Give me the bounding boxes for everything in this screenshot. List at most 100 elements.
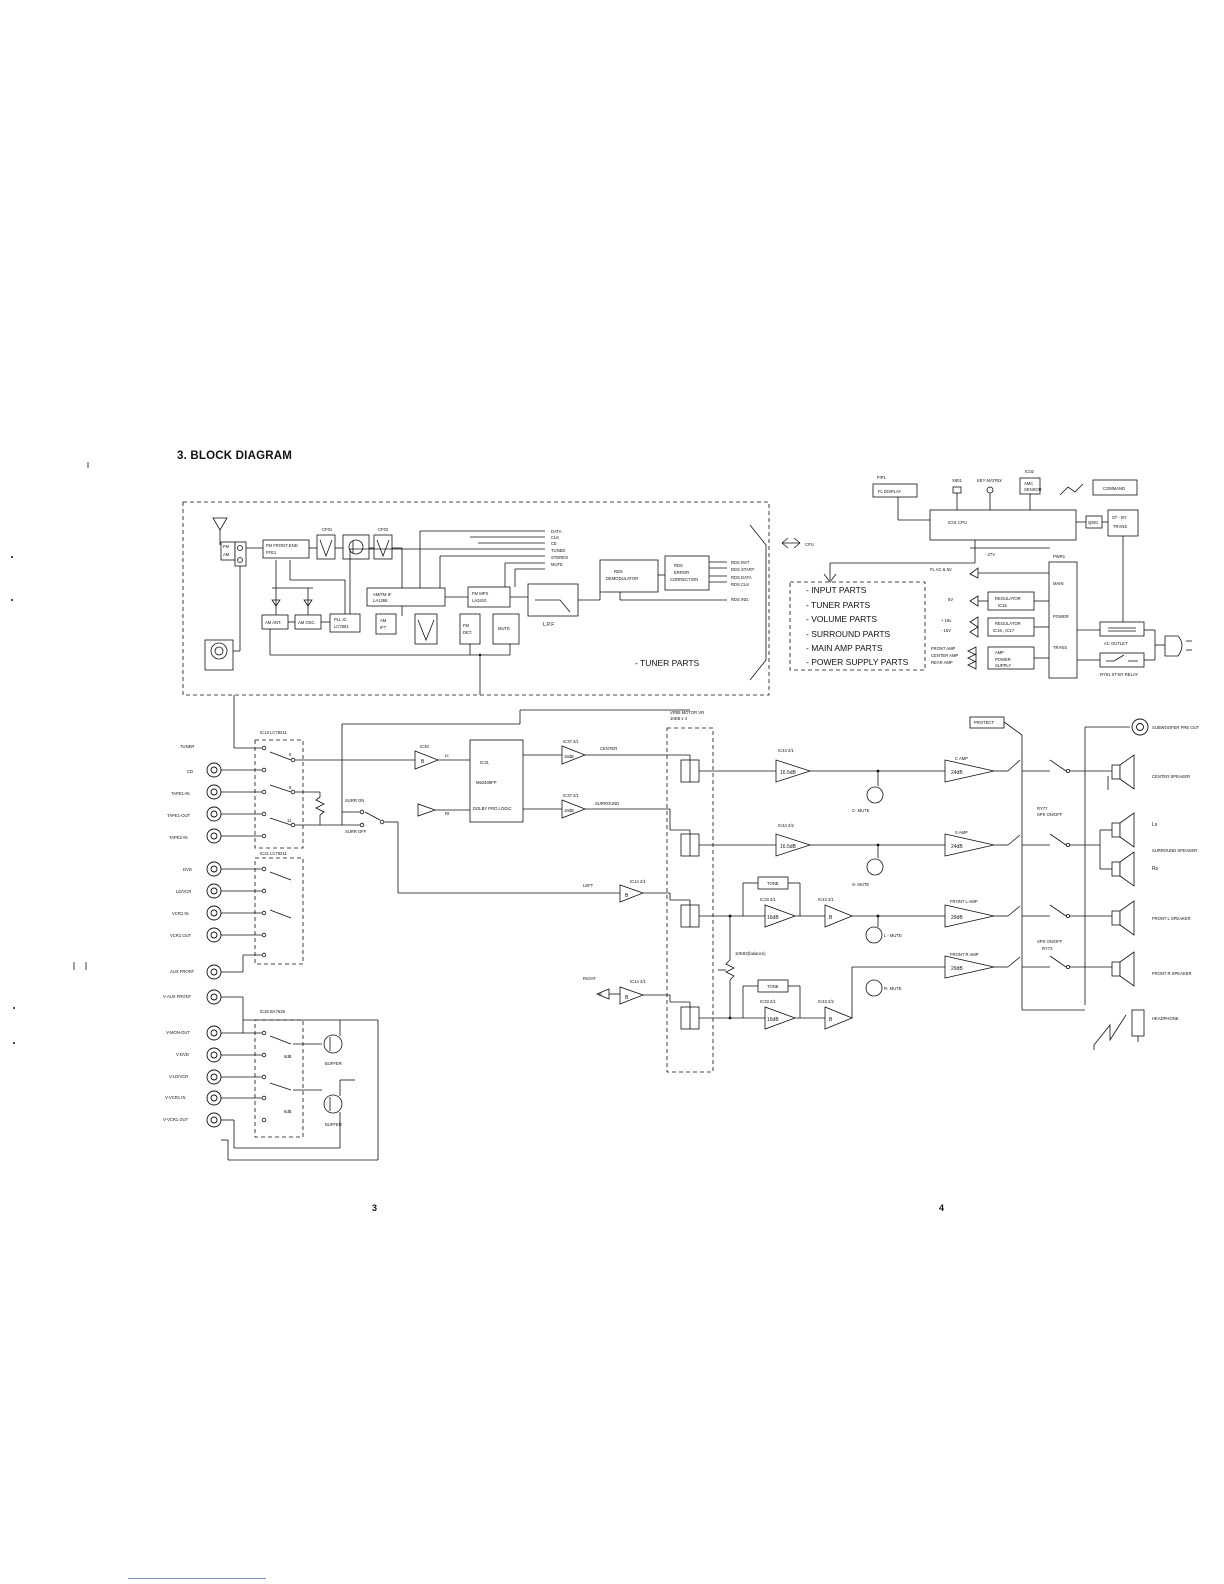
- ls-label: Ls: [1152, 822, 1158, 828]
- rds-demod-label-1: RDS: [614, 569, 623, 574]
- ry73-label-1: SPK ON/OFF: [1037, 939, 1063, 944]
- ic43-1-label: IC43 2/1: [818, 897, 835, 902]
- surround-speaker-label: SURROUND SPEAKER: [1152, 848, 1197, 853]
- am-ift-label-1: AM: [380, 618, 387, 623]
- input-label-tape1-in: TAPE1-IN: [171, 791, 190, 796]
- main-label: MAIN: [1053, 581, 1063, 586]
- command-label: COMMAND: [1103, 486, 1125, 491]
- vr-label-2: 10KB x 4: [670, 716, 688, 721]
- ic14-1-label: IC14 2/1: [630, 879, 647, 884]
- legend-tuner: - TUNER PARTS: [806, 600, 871, 610]
- fm-det-label-1: FM: [463, 623, 470, 628]
- rds-ecc-label-3: CORRECTION: [670, 577, 698, 582]
- cpu-label: IC01 CPU: [948, 520, 967, 525]
- left-label: LEFT: [583, 883, 594, 888]
- ic37-1-label: IC37 2/1: [563, 739, 580, 744]
- vr-label-1: VR85 MOTOR VR: [670, 710, 704, 715]
- input-label-v-vcr1-out: V-VCR1 OUT: [163, 1117, 189, 1122]
- bus-data: DATA: [551, 529, 562, 534]
- subwoofer-label: SUBWOOFER PRE OUT: [1152, 725, 1200, 730]
- scan-marks: [11, 462, 89, 1044]
- ic33-1-label: IC33 2/1: [760, 897, 777, 902]
- trans-label: TRANS: [1053, 645, 1067, 650]
- tuner-parts-label: - TUNER PARTS: [635, 658, 700, 668]
- gain-6db-2: 6dB: [284, 1109, 292, 1114]
- l-mute-label: L - MUTE: [884, 933, 902, 938]
- input-label-tuner: TUNER: [180, 744, 194, 749]
- surround-label: SURROUND: [595, 801, 619, 806]
- bus-clk: CLK: [551, 535, 559, 540]
- amp-power-label-2: POWER: [995, 657, 1011, 662]
- ic40-b: B: [421, 759, 425, 765]
- legend-power-supply: - POWER SUPPLY PARTS: [806, 657, 909, 667]
- cf2-label: CF02: [378, 527, 389, 532]
- rds-ecc-label-2: ERROR: [674, 570, 689, 575]
- rds-start: RDS START: [731, 567, 755, 572]
- rear-amp-label: REAR AMP: [931, 660, 953, 665]
- ac-outlet-label: AC OUTLET: [1104, 641, 1128, 646]
- if-label-1: AM/FM IF: [373, 592, 392, 597]
- am-osc-label: AM OSC.: [298, 620, 316, 625]
- page-number-right: 4: [939, 1203, 945, 1213]
- mpx-label-1: FM MPX: [472, 591, 488, 596]
- gain-165-2: 16.5dB: [780, 844, 797, 850]
- bus-mute: MUTE: [551, 562, 563, 567]
- pll-label-1: PLL IC: [334, 617, 347, 622]
- ic14-1-b: B: [625, 893, 629, 899]
- cf1-label: CF01: [322, 527, 333, 532]
- cpu-arrow: CPU: [781, 537, 814, 549]
- rds-ecc-label-1: RDS: [674, 563, 683, 568]
- center-amp-label: CENTER AMP: [931, 653, 958, 658]
- r-mute-label: R- MUTE: [884, 986, 902, 991]
- gain-29-2: 29dB: [951, 966, 963, 972]
- ic13-label: IC13 LC78211: [260, 730, 287, 735]
- input-label-cd: CD: [187, 769, 193, 774]
- page-number-left: 3: [372, 1203, 378, 1213]
- buffer-label-1: BUFFER: [325, 1061, 342, 1066]
- if-label-2: LA1266: [373, 598, 388, 603]
- headphone-label: HEADPHONE: [1152, 1016, 1179, 1021]
- ic40-label: IC40: [420, 744, 430, 749]
- input-section: TUNER CD TAPE1-IN TAPE1-OUT TAPE2-IN DVD…: [163, 695, 690, 1161]
- input-label-v-ld-vcr: V-LD/VCR: [169, 1074, 188, 1079]
- am-ant-label: AM ANT.: [265, 620, 281, 625]
- front-l-speaker-label: FRONT L SPEAKER: [1152, 916, 1191, 921]
- front-end-label-1: FM FRONT-END: [266, 543, 298, 548]
- ic44-1-label: IC44 2/1: [778, 748, 795, 753]
- page-title: 3. BLOCK DIAGRAM: [177, 450, 293, 462]
- x801-label: X801: [952, 478, 962, 483]
- pll-label-2: LC7881: [334, 624, 349, 629]
- input-label-aux-front: AUX FRONT: [170, 969, 195, 974]
- rds-demod-label-2: DEMODULATOR: [606, 576, 638, 581]
- gain-6db-1: 6dB: [284, 1054, 292, 1059]
- gain-165-1: 16.5dB: [780, 770, 797, 776]
- tuner-section: FM AM FM FRONT-END FFE1 CF01 CF02: [182, 501, 770, 696]
- surr-off-label: SURR OFF: [345, 829, 367, 834]
- st-by-label: ST - BY: [1112, 515, 1127, 520]
- input-label-v-vcr1-in: V-VCR1 IN: [165, 1095, 185, 1100]
- fm-det-label-2: DET.: [463, 630, 472, 635]
- legend-main-amp: - MAIN AMP PARTS: [806, 643, 883, 653]
- s-amp-label: S AMP: [955, 830, 968, 835]
- input-label-vcr1-in: VCR1 IN: [172, 911, 189, 916]
- gain-16-2: 16dB: [767, 1017, 779, 1023]
- r-input-label: R: [599, 992, 602, 997]
- rds-clk: RDS CLK: [731, 582, 749, 587]
- main-amp-section: PROTECT C AMP 24dB S AMP 24dB FRONT L AM…: [944, 716, 1200, 1050]
- ic43-2-label: IC43 2/2: [818, 999, 835, 1004]
- rca-jacks: [206, 762, 222, 1128]
- fl-ac-label: FL AC & 5V: [930, 567, 952, 572]
- rds-rst: RDS RST: [731, 560, 750, 565]
- cpu-arrow-label: CPU: [805, 542, 814, 547]
- surround-section: IC40 B Lt Rt IC31 M62408FP DOLBY PRO LOG…: [414, 739, 670, 1005]
- pwr1-label: PWR1: [1053, 554, 1066, 559]
- rt-label: Rt: [445, 811, 450, 816]
- ic43-2-b: B: [829, 1017, 833, 1023]
- c-mute-label: C- MUTE: [852, 808, 870, 813]
- balance-label: 10KBX(balance): [735, 951, 766, 956]
- st-by-trans-label: TRANS: [1113, 524, 1127, 529]
- gain-18db-1: 18dB: [564, 754, 574, 759]
- sensor-label: SENSOR: [1024, 487, 1042, 492]
- ry73-label-2: RY73: [1042, 946, 1053, 951]
- ic14-2-b: B: [625, 995, 629, 1001]
